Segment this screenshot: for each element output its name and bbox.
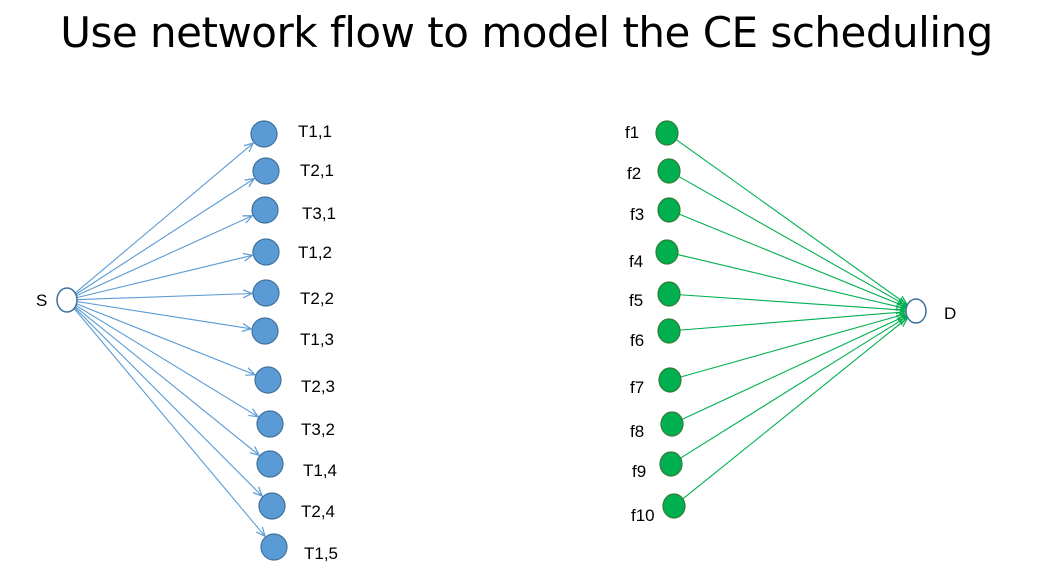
flow-node <box>660 411 684 437</box>
flow-node <box>657 158 681 184</box>
flow-edge <box>681 316 906 420</box>
task-edge <box>75 255 253 299</box>
task-edge <box>73 305 259 456</box>
task-node <box>252 238 280 266</box>
flow-edge <box>678 175 907 305</box>
flow-edge <box>678 213 906 307</box>
flow-node <box>658 367 682 393</box>
flow-label: f1 <box>625 123 639 142</box>
flow-node <box>655 239 679 265</box>
task-label: T1,2 <box>298 243 332 262</box>
task-edge <box>75 293 252 301</box>
task-label: T2,1 <box>300 161 334 180</box>
task-node <box>251 196 279 224</box>
endpoint-nodes: S D <box>36 287 956 324</box>
flow-node <box>657 197 681 223</box>
task-edge <box>74 304 258 417</box>
flow-edge <box>679 312 905 331</box>
flow-node <box>659 451 683 477</box>
flow-edge <box>677 254 906 309</box>
flow-label: f5 <box>629 291 643 310</box>
task-label: T1,4 <box>303 461 337 480</box>
flow-label: f3 <box>630 205 644 224</box>
flow-node <box>662 493 686 519</box>
source-label: S <box>36 291 47 310</box>
task-edge <box>74 216 252 297</box>
source-node <box>56 287 78 313</box>
task-edge <box>72 306 265 536</box>
task-node <box>260 533 288 561</box>
task-label: T1,1 <box>298 122 332 141</box>
task-label: T2,3 <box>301 377 335 396</box>
flow-node <box>657 318 681 344</box>
task-label: T3,2 <box>301 420 335 439</box>
sink-node <box>905 298 927 324</box>
task-edge <box>74 179 255 296</box>
flow-edge <box>682 318 908 500</box>
flow-label: f7 <box>630 378 644 397</box>
flow-nodes: f1 f2 f3 f4 f5 f6 f7 f8 f9 f10 <box>625 120 686 525</box>
slide-title: Use network flow to model the CE schedul… <box>60 8 993 57</box>
task-nodes: T1,1T2,1T3,1T1,2T2,2T1,3T2,3T3,2T1,4T2,4… <box>250 120 338 563</box>
flow-edge <box>679 294 905 310</box>
flow-label: f8 <box>630 422 644 441</box>
task-label: T1,3 <box>300 330 334 349</box>
task-node <box>251 317 279 345</box>
flow-to-sink-edges <box>675 138 908 500</box>
task-edge <box>75 300 251 328</box>
task-node <box>250 120 278 148</box>
task-label: T3,1 <box>302 204 336 223</box>
flow-node <box>655 120 679 146</box>
flow-edge <box>675 138 907 304</box>
task-node <box>256 450 284 478</box>
flow-label: f10 <box>631 506 655 525</box>
task-label: T1,5 <box>304 544 338 563</box>
flow-edge <box>680 314 906 378</box>
flow-label: f2 <box>627 164 641 183</box>
task-label: T2,2 <box>300 289 334 308</box>
flow-label: f4 <box>629 252 643 271</box>
sink-label: D <box>944 304 956 323</box>
flow-node <box>657 281 681 307</box>
task-label: T2,4 <box>301 502 335 521</box>
task-node <box>252 279 280 307</box>
task-node <box>256 410 284 438</box>
flow-label: f9 <box>632 462 646 481</box>
task-node <box>252 157 280 185</box>
task-edge <box>73 143 253 295</box>
task-edge <box>75 302 255 374</box>
flow-edge <box>680 317 906 459</box>
task-node <box>258 492 286 520</box>
task-edge <box>72 305 262 496</box>
flow-label: f6 <box>630 331 644 350</box>
source-to-task-edges <box>72 143 265 536</box>
task-node <box>254 366 282 394</box>
